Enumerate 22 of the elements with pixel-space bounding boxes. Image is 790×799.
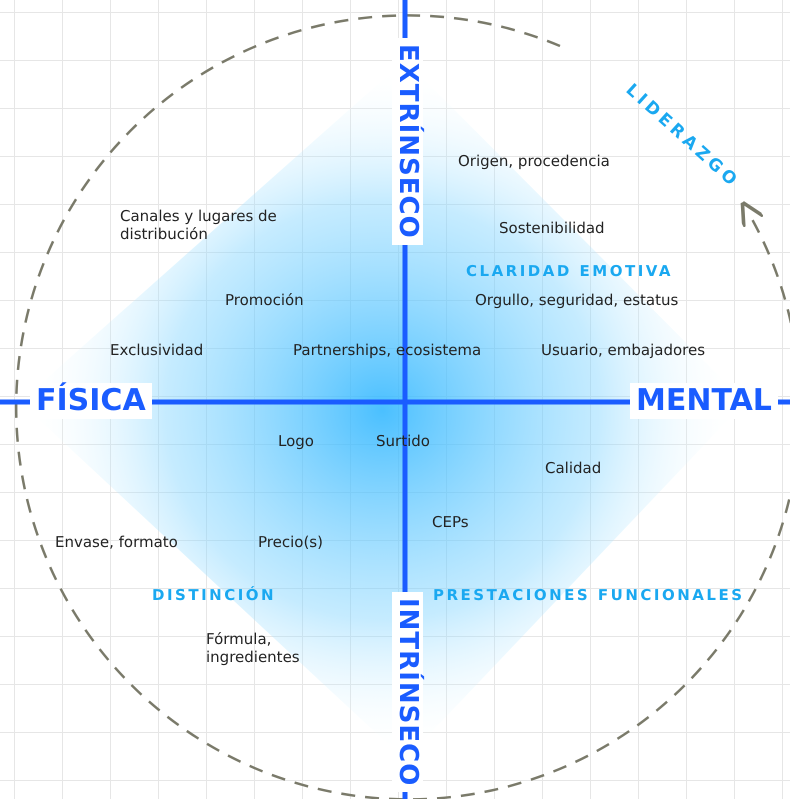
item-label: Sostenibilidad <box>499 219 605 237</box>
item-label: CEPs <box>432 513 469 531</box>
item-label: Logo <box>278 432 314 450</box>
item-label: Fórmula, ingredientes <box>206 630 301 666</box>
item-label: Usuario, embajadores <box>541 341 706 359</box>
heading: PRESTACIONES FUNCIONALES <box>433 586 745 604</box>
axis-label: MENTAL <box>630 383 778 419</box>
heading: CLARIDAD EMOTIVA <box>466 262 673 280</box>
item-label: Partnerships, ecosistema <box>293 341 482 359</box>
item-label: Precio(s) <box>258 533 323 551</box>
item-label: Canales y lugares de distribución <box>120 207 278 243</box>
axis-label: FÍSICA <box>30 383 152 419</box>
item-label: Surtido <box>376 432 430 450</box>
item-label: Envase, formato <box>55 533 178 551</box>
axis-label: EXTRÍNSECO <box>392 38 424 245</box>
item-label: Orgullo, seguridad, estatus <box>475 291 678 309</box>
axis-label: INTRÍNSECO <box>392 592 424 792</box>
item-label: Exclusividad <box>110 341 204 359</box>
heading: DISTINCIÓN <box>152 586 276 604</box>
item-label: Calidad <box>545 459 602 477</box>
item-label: Promoción <box>225 291 304 309</box>
item-label: Origen, procedencia <box>458 152 610 170</box>
